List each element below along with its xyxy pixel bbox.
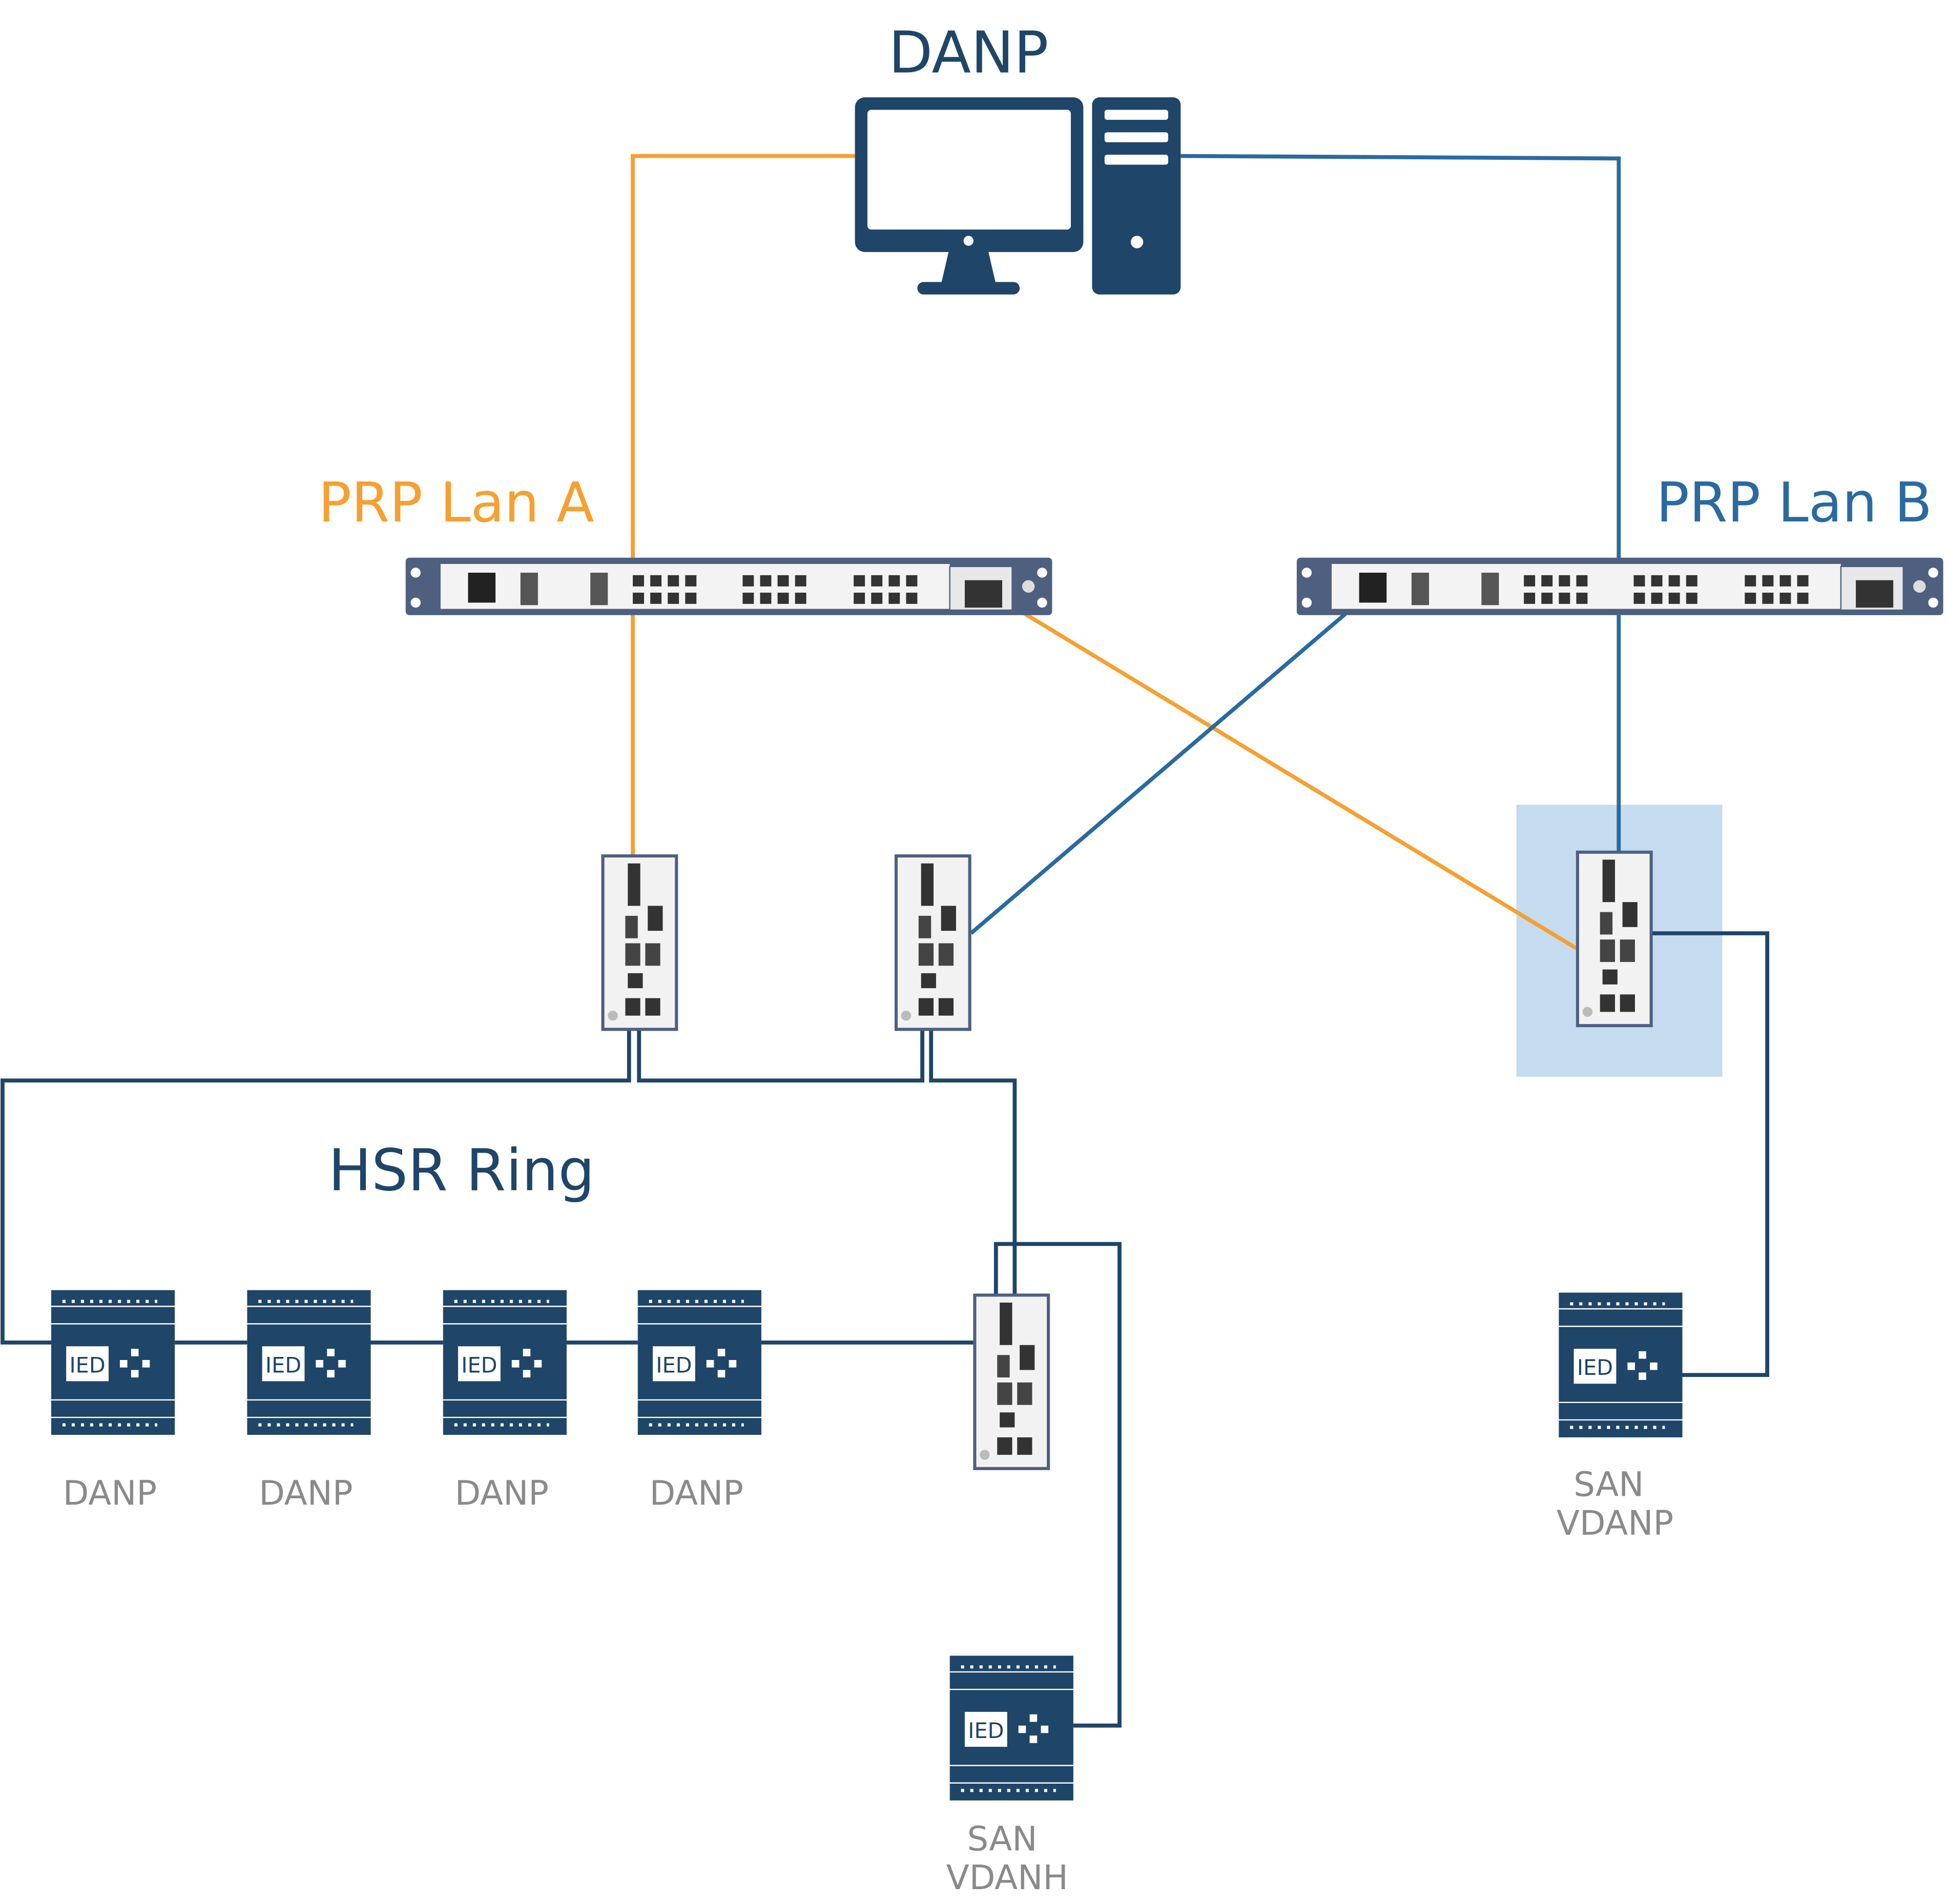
ied-text: IED	[1577, 1355, 1613, 1380]
top-node-label: DANP	[888, 19, 1048, 86]
san-vdanp-ied: IED	[1559, 1292, 1682, 1437]
ring-link	[637, 1029, 925, 1083]
ring-label: HSR Ring	[328, 1138, 595, 1204]
redbox-2	[896, 856, 970, 1030]
ied-label: DANP	[63, 1474, 157, 1513]
lan-b-label: PRP Lan B	[1656, 471, 1932, 535]
ring-ied: IED DANP	[638, 1290, 761, 1513]
ied-text: IED	[265, 1353, 301, 1377]
redbox-4	[975, 1295, 1048, 1469]
lan-b-cross-link	[969, 612, 1347, 935]
san-vdanh-line1: SAN	[967, 1819, 1037, 1858]
ied-label: DANP	[455, 1474, 549, 1513]
lan-b-switch	[1296, 557, 1944, 616]
lan-a-switch	[405, 557, 1053, 616]
ring-link	[1, 1029, 631, 1345]
ring-link	[929, 1029, 1017, 1295]
lan-a-uplink	[631, 154, 855, 559]
san-vdanp-line2: VDANP	[1557, 1503, 1673, 1543]
ied-text: IED	[968, 1719, 1004, 1743]
ied-text: IED	[461, 1353, 497, 1377]
redbox-1	[603, 856, 677, 1030]
vdanh-link	[993, 1242, 1122, 1728]
vdanp-link	[1651, 931, 1770, 1377]
ied-text: IED	[656, 1353, 692, 1377]
ring-ied: IED DANP	[247, 1290, 370, 1513]
redbox-3	[1578, 852, 1651, 1026]
lan-a-label: PRP Lan A	[318, 471, 594, 535]
lan-a-cross-link	[1020, 610, 1578, 950]
ied-label: DANP	[259, 1474, 353, 1513]
ied-text: IED	[69, 1353, 105, 1377]
san-vdanh-line2: VDANH	[946, 1858, 1068, 1897]
ring-ied: IED DANP	[443, 1290, 567, 1513]
san-vdanh-ied: IED	[950, 1656, 1073, 1801]
ring-ied: IED DANP	[51, 1290, 175, 1513]
lan-b-uplink	[1180, 154, 1621, 559]
desktop-computer-icon	[855, 97, 1181, 295]
ied-label: DANP	[650, 1474, 743, 1513]
san-vdanp-line1: SAN	[1573, 1465, 1644, 1504]
